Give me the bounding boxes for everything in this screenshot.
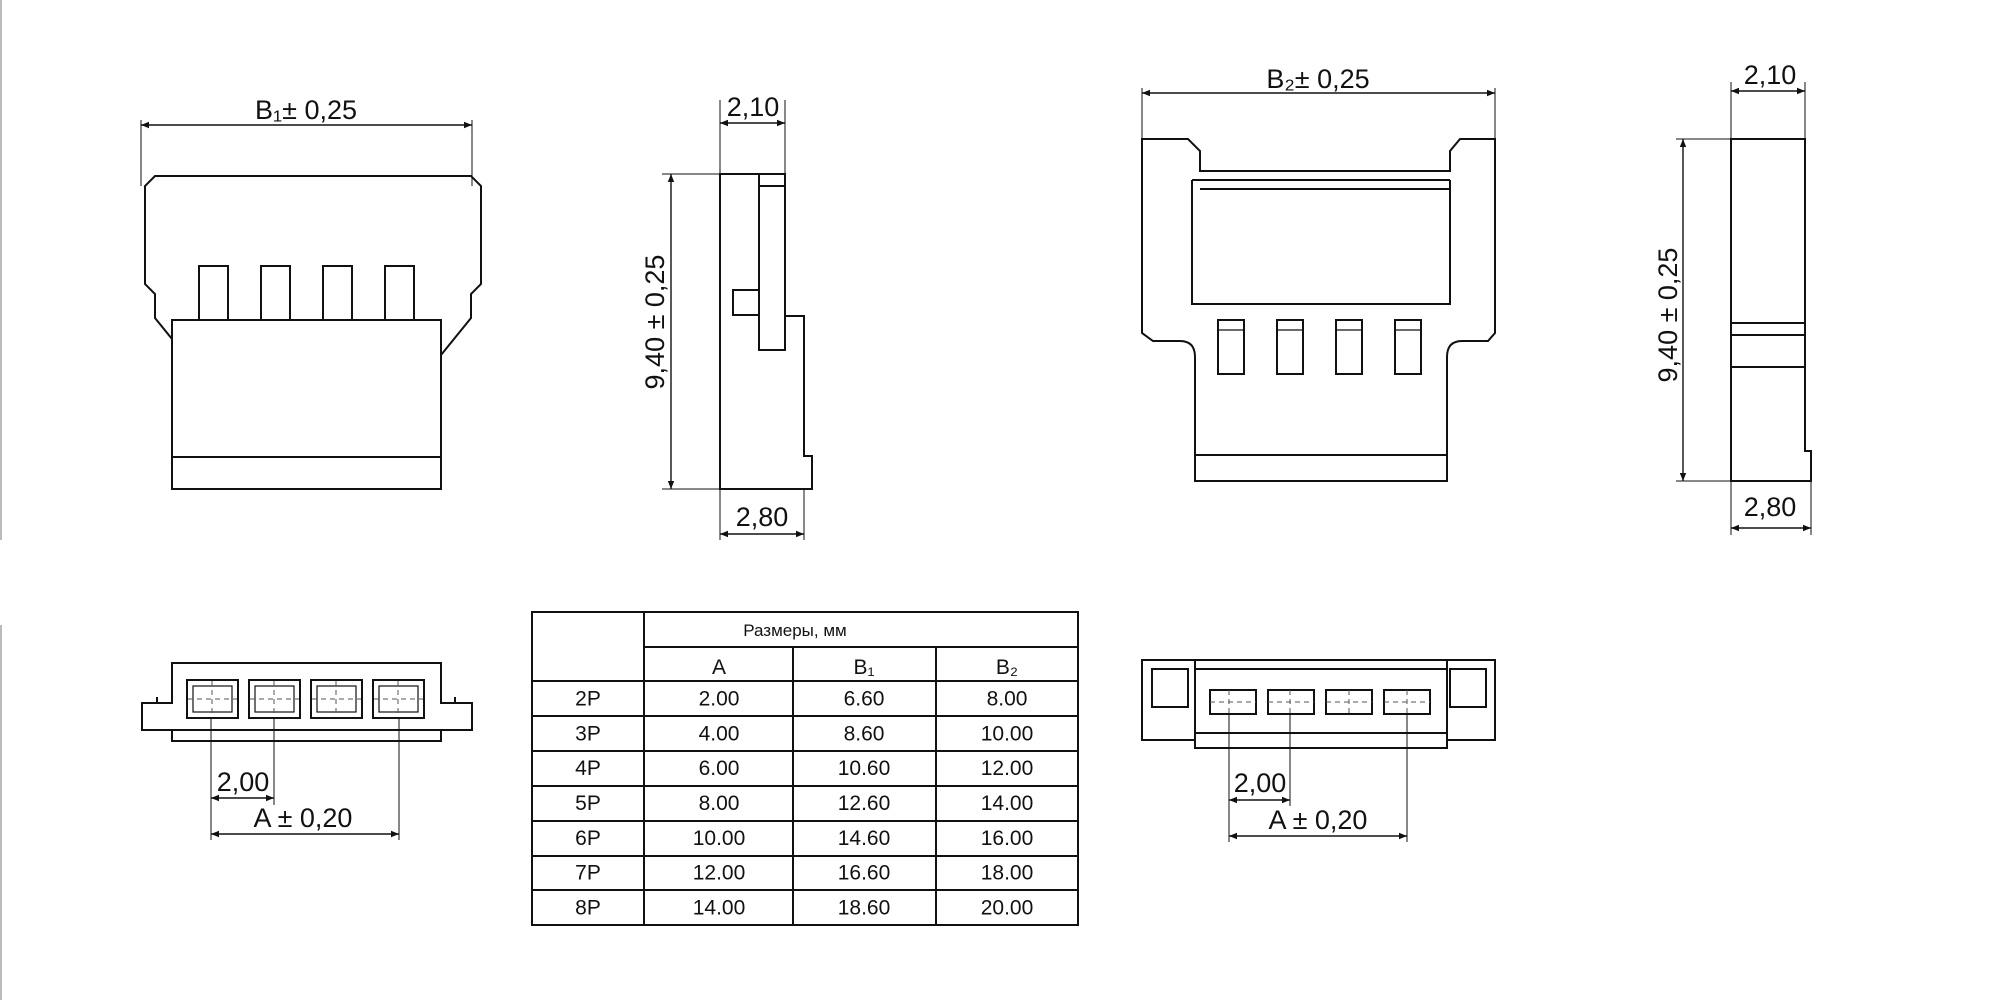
table-col-header-b1: B₁ xyxy=(853,656,874,679)
table-cell-a: 14.00 xyxy=(693,897,746,920)
table-cell-b2: 18.00 xyxy=(981,862,1034,885)
table-cell-a: 12.00 xyxy=(693,862,746,885)
height-label: 9,40 ± 0,25 xyxy=(640,255,670,390)
table-cell-size: 2P xyxy=(575,687,601,710)
plug-side-latch xyxy=(758,173,786,351)
housing-front-view: B₂± 0,25 xyxy=(1141,64,1496,482)
housing-bottom-view: 2,00 A ± 0,20 xyxy=(1141,659,1496,842)
table-cell-b1: 18.60 xyxy=(838,897,891,920)
table-cell-a: 8.00 xyxy=(699,792,740,815)
housing-bottom-latch-right xyxy=(1449,668,1487,708)
housing-bottom-latch-left xyxy=(1151,668,1189,708)
depth-bottom-label: 2,80 xyxy=(736,502,789,532)
b2-dimension-label: B₂± 0,25 xyxy=(1266,64,1369,94)
table-cell-a: 2.00 xyxy=(699,687,740,710)
housing-bottom-cavity-3 xyxy=(1325,689,1373,715)
plug-bottom-cavity-4 xyxy=(372,679,425,719)
table-cell-size: 4P xyxy=(575,757,601,780)
table-cell-a: 10.00 xyxy=(693,827,746,850)
table-cell-a: 4.00 xyxy=(699,722,740,745)
table-header: Размеры, мм xyxy=(743,621,846,640)
housing-side-view: 2,10 9,40 ± 0,25 2,80 xyxy=(1653,60,1812,535)
a-left-label: A ± 0,20 xyxy=(254,803,353,833)
table-cell-size: 8P xyxy=(575,897,601,920)
housing-contact-2 xyxy=(1276,319,1304,375)
housing-bottom-cavity-4 xyxy=(1383,689,1431,715)
plug-bottom-cavity-2 xyxy=(248,679,301,719)
housing-contact-4 xyxy=(1394,319,1422,375)
table-cell-size: 3P xyxy=(575,722,601,745)
plug-front-view: B₁± 0,25 xyxy=(140,95,482,490)
pin-2 xyxy=(260,265,291,321)
table-cell-b1: 8.60 xyxy=(844,722,885,745)
plug-bottom-cavity-3 xyxy=(310,679,363,719)
pin-4 xyxy=(384,265,415,321)
table-cell-size: 6P xyxy=(575,827,601,850)
depth-top-label: 2,10 xyxy=(727,92,780,122)
table-cell-b2: 20.00 xyxy=(981,897,1034,920)
pitch-right-label: 2,00 xyxy=(1234,768,1287,798)
plug-bottom-steps xyxy=(156,697,456,703)
table-cell-size: 5P xyxy=(575,792,601,815)
table-cell-b1: 14.60 xyxy=(838,827,891,850)
table-cell-b2: 10.00 xyxy=(981,722,1034,745)
table-col-header-b2: B₂ xyxy=(996,656,1018,679)
depth-top-right-label: 2,10 xyxy=(1744,60,1797,90)
housing-bottom-cavity-1 xyxy=(1209,689,1257,715)
housing-contact-1 xyxy=(1217,319,1245,375)
housing-contact-3 xyxy=(1335,319,1363,375)
table-cell-b2: 12.00 xyxy=(981,757,1034,780)
plug-bottom-view: 2,00 A ± 0,20 xyxy=(141,662,473,840)
table-cell-a: 6.00 xyxy=(699,757,740,780)
table-cell-b1: 12.60 xyxy=(838,792,891,815)
table-cell-b1: 16.60 xyxy=(838,862,891,885)
height-right-label: 9,40 ± 0,25 xyxy=(1653,248,1683,383)
table-cell-b1: 6.60 xyxy=(844,687,885,710)
plug-front-lower-body xyxy=(171,319,442,490)
table-cell-b2: 14.00 xyxy=(981,792,1034,815)
table-cell-b2: 16.00 xyxy=(981,827,1034,850)
pin-1 xyxy=(198,265,229,321)
dimension-table: Размеры, мм A B₁ B₂ 2P 2.00 6.60 8.00 3P 4.00… xyxy=(531,611,1079,926)
table-col-header-a: A xyxy=(712,656,726,679)
plug-side-view: 2,10 9,40 ± 0,25 2,80 xyxy=(640,92,813,540)
pitch-left-label: 2,00 xyxy=(217,767,270,797)
plug-side-boss xyxy=(732,289,760,316)
a-right-label: A ± 0,20 xyxy=(1269,805,1368,835)
housing-side-body xyxy=(1730,138,1812,482)
table-frame xyxy=(531,611,1079,926)
b1-dimension-label: B₁± 0,25 xyxy=(255,95,357,125)
table-cell-b1: 10.60 xyxy=(838,757,891,780)
pin-3 xyxy=(322,265,353,321)
plug-bottom-cavity-1 xyxy=(186,679,239,719)
housing-front-inner-cavity xyxy=(1191,180,1451,305)
housing-front-body xyxy=(1141,138,1496,482)
housing-bottom-cavity-2 xyxy=(1267,689,1315,715)
table-cell-b2: 8.00 xyxy=(987,687,1028,710)
table-cell-size: 7P xyxy=(575,862,601,885)
depth-bottom-right-label: 2,80 xyxy=(1744,492,1797,522)
